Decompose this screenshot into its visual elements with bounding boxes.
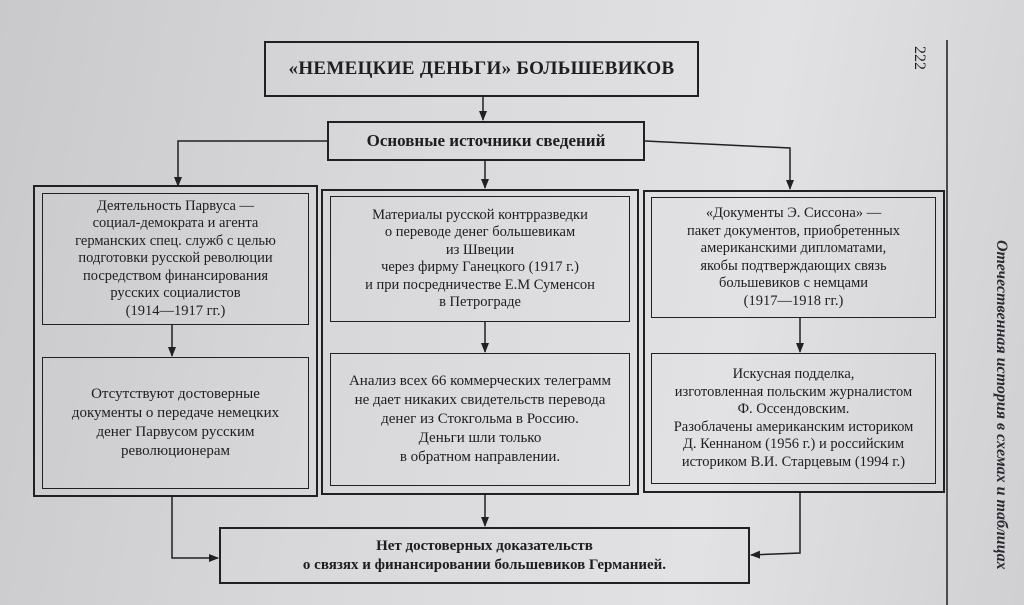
conclusion-counterintelligence-text: Анализ всех 66 коммерческих телеграмм не… [348, 373, 612, 465]
arrow-subtitle-to-col1 [174, 140, 327, 187]
page-margin-line [946, 40, 948, 605]
conclusion-counterintelligence: Анализ всех 66 коммерческих телеграмм не… [330, 353, 630, 486]
diagram-title: «НЕМЕЦКИЕ ДЕНЬГИ» БОЛЬШЕВИКОВ [264, 41, 699, 97]
arrow-subtitle-to-col3 [644, 140, 794, 190]
column-sisson [643, 190, 945, 493]
source-parvus: Деятельность Парвуса — социал-демократа … [42, 193, 309, 325]
source-counterintelligence: Материалы русской контрразведки о перево… [330, 196, 630, 322]
arrow-col1-to-conclusion [171, 496, 219, 562]
column-counterintelligence [321, 189, 639, 495]
arrow-col3-to-conclusion [750, 492, 801, 559]
source-parvus-text: Деятельность Парвуса — социал-демократа … [75, 197, 276, 319]
final-conclusion: Нет достоверных доказательств о связях и… [219, 527, 750, 584]
source-counterintelligence-text: Материалы русской контрразведки о перево… [365, 206, 595, 311]
sources-header-text: Основные источники сведений [366, 131, 606, 150]
diagram-title-text: «НЕМЕЦКИЕ ДЕНЬГИ» БОЛЬШЕВИКОВ [288, 58, 675, 79]
source-sisson-text: «Документы Э. Сиссона» — пакет документо… [686, 205, 901, 309]
column-parvus [33, 185, 318, 497]
conclusion-sisson-text: Искусная подделка, изготовленная польски… [673, 366, 914, 470]
final-conclusion-text: Нет достоверных доказательств о связях и… [302, 537, 667, 573]
conclusion-parvus-text: Отсутствуют достоверные документы о пере… [71, 386, 280, 459]
conclusion-sisson: Искусная подделка, изготовленная польски… [651, 353, 936, 484]
source-sisson: «Документы Э. Сиссона» — пакет документо… [651, 197, 936, 318]
conclusion-parvus: Отсутствуют достоверные документы о пере… [42, 357, 309, 489]
sources-header: Основные источники сведений [327, 121, 645, 161]
